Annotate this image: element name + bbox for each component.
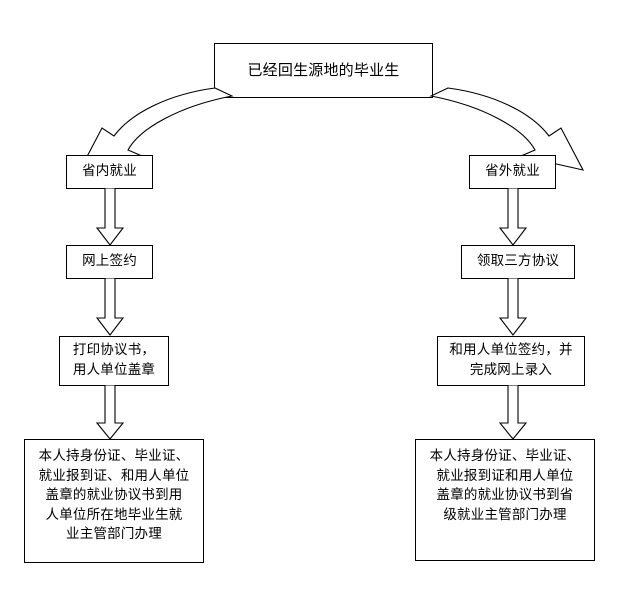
flow-node-l1-label: 省内就业 [82,163,137,180]
block-arrow-down-icon [95,188,125,246]
flow-node-r2-label: 领取三方协议 [476,253,560,270]
flow-node-r4-label: 本人持身份证、毕业证、 就业报到证和用人单位 盖章的就业协议书到省 级就业主管部… [429,448,581,523]
flow-node-l4: 本人持身份证、毕业证、 就业报到证、和用人单位 盖章的就业协议书到用 人单位所在… [24,439,204,563]
flow-node-l4-label: 本人持身份证、毕业证、 就业报到证、和用人单位 盖章的就业协议书到用 人单位所在… [38,448,190,543]
flow-node-l2-label: 网上签约 [82,253,137,270]
flow-node-r3-label: 和用人单位签约，并 完成网上录入 [449,342,573,378]
block-arrow-down-icon [498,188,528,246]
connector-l2-l3 [93,278,127,336]
connector-r3-r4 [496,385,530,440]
flow-node-l3-label: 打印协议书， 用人单位盖章 [72,342,156,378]
flow-node-l1: 省内就业 [66,155,153,189]
flow-node-r3: 和用人单位签约，并 完成网上录入 [437,336,585,386]
block-arrow-down-icon [498,385,528,440]
flow-node-r1-label: 省外就业 [485,163,540,180]
connector-l1-l2 [93,188,127,246]
flow-node-r1: 省外就业 [469,155,556,189]
block-arrow-down-icon [95,278,125,336]
flow-node-root: 已经回生源地的毕业生 [214,43,433,98]
connector-l3-l4 [93,385,127,440]
block-arrow-down-icon [95,385,125,440]
connector-r2-r3 [496,278,530,336]
flow-node-l3: 打印协议书， 用人单位盖章 [59,336,169,386]
connector-r1-r2 [496,188,530,246]
block-arrow-down-icon [498,278,528,336]
flow-node-r4: 本人持身份证、毕业证、 就业报到证和用人单位 盖章的就业协议书到省 级就业主管部… [415,439,595,561]
flow-node-root-label: 已经回生源地的毕业生 [247,60,400,79]
flow-node-r2: 领取三方协议 [461,245,575,279]
flow-node-l2: 网上签约 [66,245,153,279]
